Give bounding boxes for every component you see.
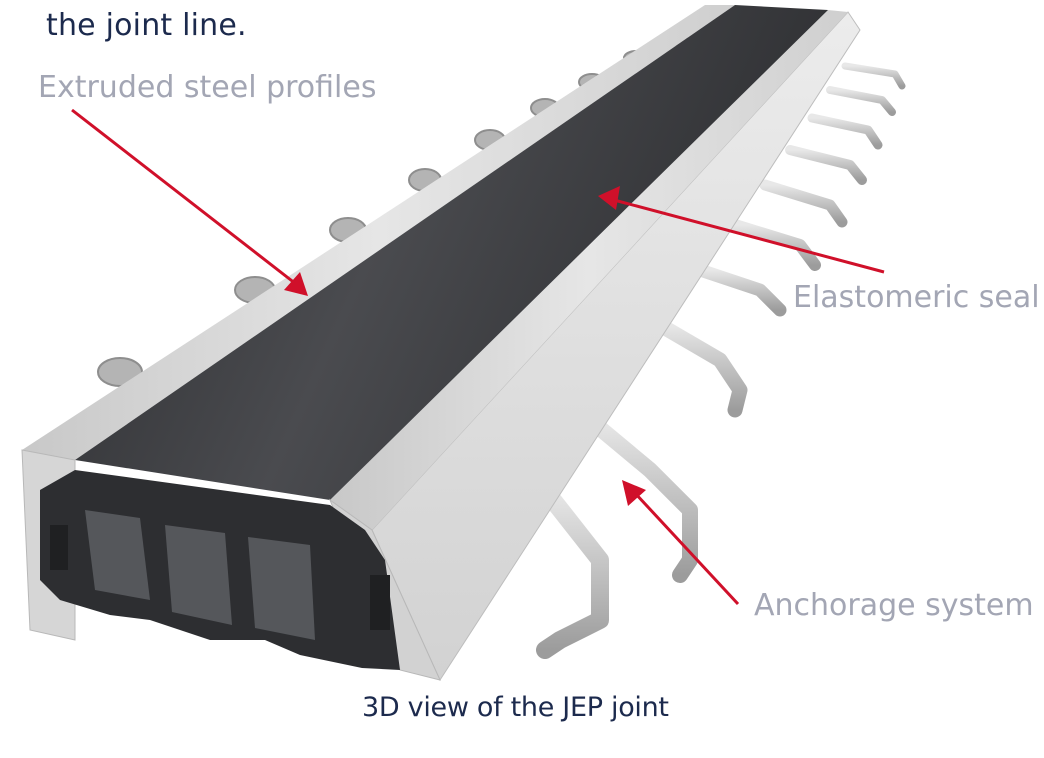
arrow-profiles — [71, 108, 297, 286]
pointer-arrows — [71, 108, 885, 606]
elastomeric-seal-section — [40, 470, 400, 670]
intro-text: the joint line. — [46, 8, 247, 43]
arrow-anchorage — [632, 490, 740, 606]
label-elastomeric-seal: Elastomeric seal — [793, 280, 1040, 315]
arrow-seal — [613, 198, 885, 274]
steel-profile-top-right — [330, 10, 848, 530]
label-anchorage-system: Anchorage system — [754, 588, 1034, 623]
label-extruded-steel-profiles: Extruded steel profiles — [38, 70, 377, 105]
elastomeric-seal-top — [75, 5, 828, 500]
steel-profile-top-left — [22, 5, 735, 460]
figure-caption: 3D view of the JEP joint — [362, 692, 669, 723]
